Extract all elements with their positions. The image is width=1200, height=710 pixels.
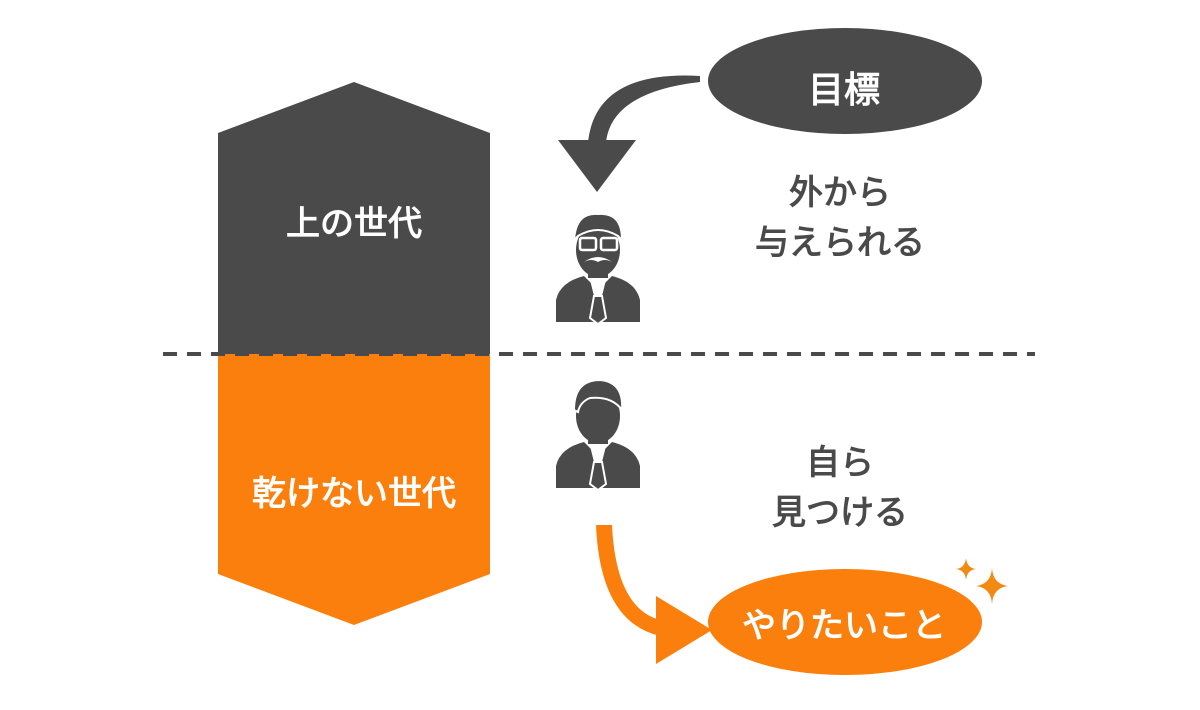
sparkle-icon — [956, 558, 1008, 604]
curved-arrow-right-icon — [596, 525, 712, 664]
lower-generation-block — [218, 354, 490, 625]
upper-description-line2: 与えられる — [755, 223, 925, 263]
upper-generation-block — [218, 82, 490, 354]
lower-generation-description: 自ら 見つける — [700, 438, 980, 538]
upper-description-line1: 外から — [789, 173, 891, 213]
goal-bubble — [708, 28, 982, 134]
lower-description-line1: 自ら — [806, 443, 874, 483]
businessman-with-glasses-and-mustache-icon — [556, 212, 640, 326]
want-label: やりたいこと — [742, 606, 946, 646]
upper-generation-description: 外から 与えられる — [700, 168, 980, 268]
goal-label: 目標 — [807, 70, 880, 111]
want-bubble — [708, 569, 982, 675]
upper-generation-label: 上の世代 — [286, 204, 422, 244]
lower-description-line2: 見つける — [772, 493, 908, 533]
young-businessman-icon — [556, 378, 640, 492]
curved-arrow-down-icon — [558, 75, 700, 192]
lower-generation-label: 乾けない世代 — [252, 474, 456, 514]
